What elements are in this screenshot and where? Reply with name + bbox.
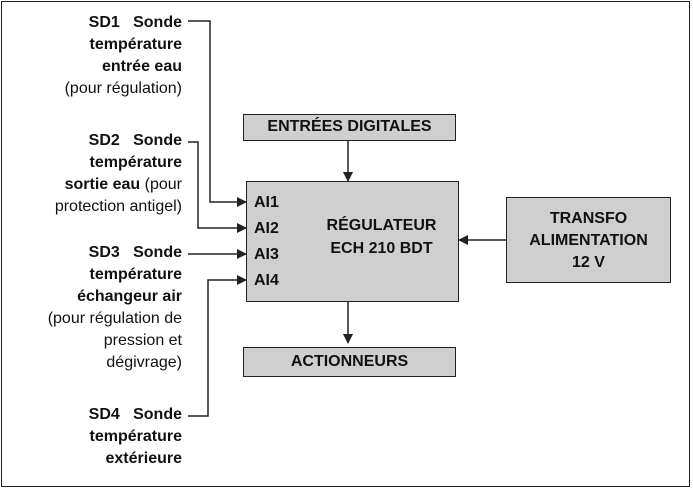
- ai4-label: AI4: [254, 272, 279, 289]
- sensor-sd1: SD1 Sonde température entrée eau (pour r…: [65, 12, 182, 100]
- connector-sd4: [188, 275, 247, 417]
- power-line2: ALIMENTATION: [529, 232, 648, 249]
- sensor-sd3-line1: température: [89, 266, 182, 283]
- sensor-sd4-name: Sonde: [133, 406, 182, 423]
- sensor-sd3-id: SD3: [88, 244, 120, 261]
- sensor-sd2-line1: température: [89, 154, 182, 171]
- sensor-sd4-line1: température: [89, 428, 182, 445]
- sensor-sd2: SD2 Sonde température sortie eau (pour p…: [55, 130, 182, 218]
- box-power-supply: TRANSFO ALIMENTATION 12 V: [506, 197, 671, 283]
- sensor-sd1-id: SD1: [88, 14, 120, 31]
- sensor-sd1-line3: (pour régulation): [64, 80, 182, 97]
- ai1-label: AI1: [254, 194, 279, 211]
- sensor-sd4: SD4 Sonde température extérieure: [89, 404, 182, 470]
- box-regulator: AI1 AI2 AI3 AI4 RÉGULATEUR ECH 210 BDT: [246, 181, 459, 302]
- sensor-sd1-line1: température: [89, 36, 182, 53]
- sensor-sd2-line3: protection antigel): [54, 198, 182, 215]
- sensor-sd3-name: Sonde: [133, 244, 182, 261]
- connector-sd1: [188, 20, 247, 207]
- ai3-label: AI3: [254, 246, 279, 263]
- sensor-sd3-line2: échangeur air: [77, 288, 182, 305]
- sensor-sd3-line4: pression et: [103, 332, 182, 349]
- sensor-sd4-id: SD4: [88, 406, 120, 423]
- connector-sd2: [188, 141, 247, 233]
- sensor-sd2-line2b: (pour: [140, 176, 182, 193]
- sensor-sd2-name: Sonde: [133, 132, 182, 149]
- sensor-sd4-line2: extérieure: [105, 450, 183, 467]
- digital-inputs-label: ENTRÉES DIGITALES: [267, 118, 432, 135]
- sensor-sd1-name: Sonde: [133, 14, 182, 31]
- actuators-label: ACTIONNEURS: [290, 353, 409, 370]
- sensor-sd3: SD3 Sonde température échangeur air (pou…: [48, 242, 182, 374]
- sensor-sd2-id: SD2: [88, 132, 120, 149]
- power-line1: TRANSFO: [549, 210, 628, 227]
- sensor-sd1-line2: entrée eau: [101, 58, 182, 75]
- ai2-label: AI2: [254, 220, 279, 237]
- regulator-line1: RÉGULATEUR: [326, 217, 437, 234]
- power-line3: 12 V: [572, 254, 605, 271]
- box-actuators: ACTIONNEURS: [243, 347, 456, 377]
- box-digital-inputs: ENTRÉES DIGITALES: [243, 114, 456, 141]
- regulator-line2: ECH 210 BDT: [330, 240, 433, 257]
- sensor-sd2-line2a: sortie eau: [64, 176, 141, 193]
- sensor-sd3-line3: (pour régulation de: [47, 310, 182, 327]
- sensor-sd3-line5: dégivrage): [106, 354, 182, 371]
